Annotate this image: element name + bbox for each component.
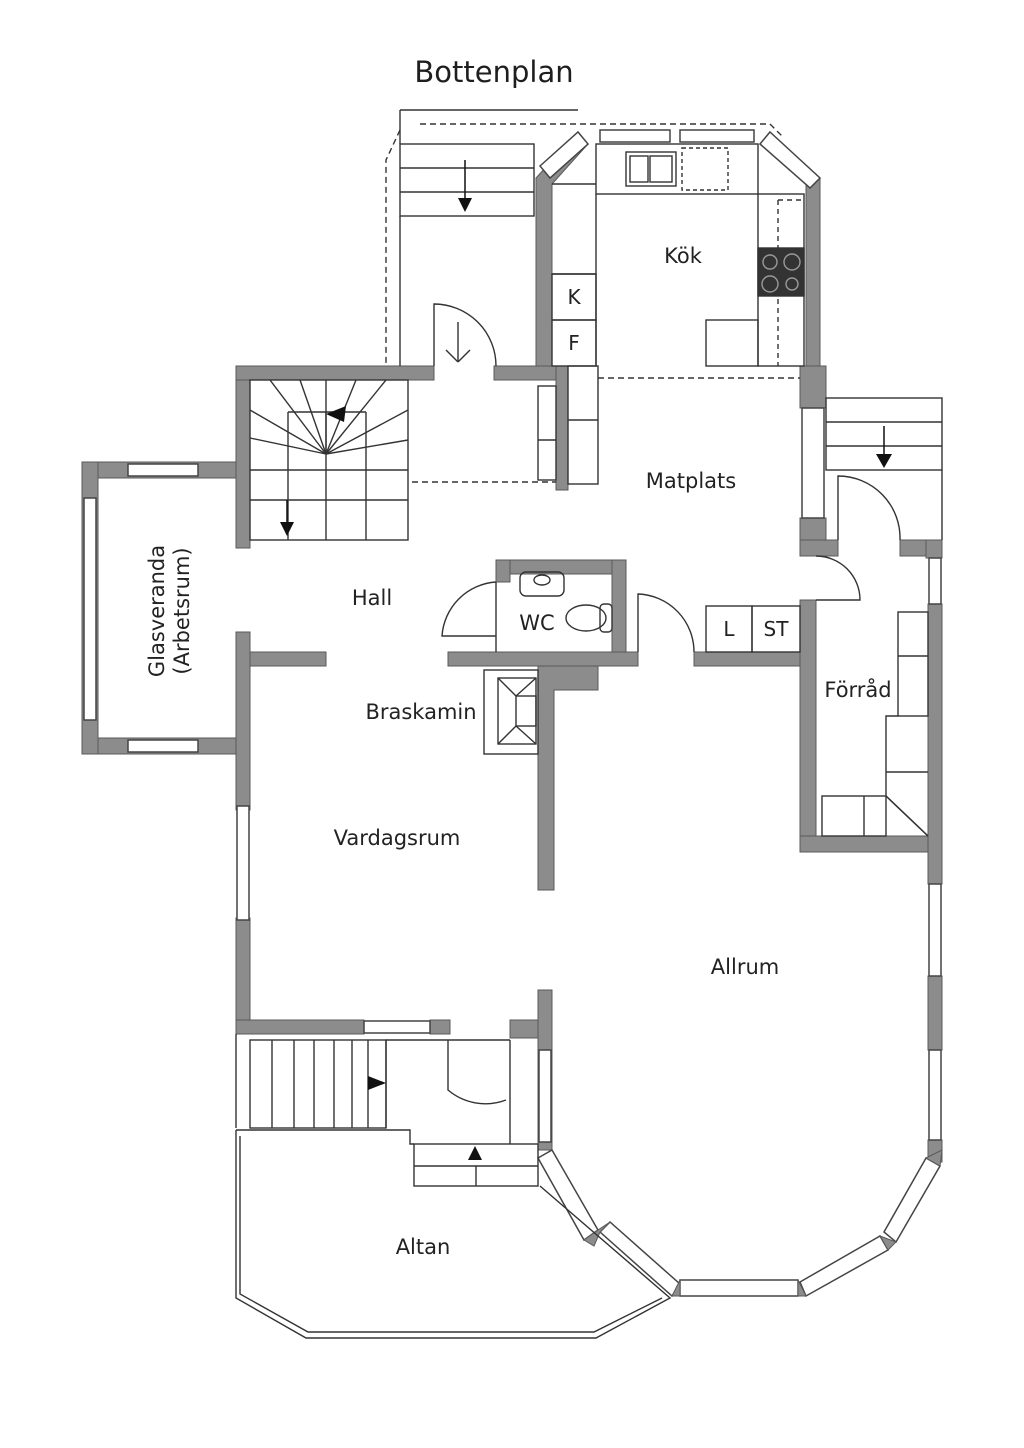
room-label-forrad: Förråd — [824, 678, 892, 702]
room-label-kok: Kök — [664, 244, 702, 268]
wall-segment — [924, 1149, 943, 1167]
fireplace — [483, 669, 539, 755]
wall-segment — [925, 539, 943, 559]
side-stairs — [825, 397, 943, 471]
lower-stairs — [249, 1039, 387, 1129]
cabinet — [537, 385, 557, 481]
fixture-label-st: ST — [763, 617, 789, 641]
fixtures — [235, 109, 943, 1339]
window — [536, 1148, 599, 1242]
window — [758, 130, 822, 190]
window — [799, 1234, 890, 1298]
fixture-label-f: F — [568, 331, 580, 355]
forrad-door — [815, 555, 861, 601]
glasveranda-use: (Arbetsrum) — [170, 547, 194, 675]
altan-edge — [236, 1129, 414, 1145]
stair-arrows — [280, 160, 892, 1160]
wall-segment — [537, 665, 599, 891]
wc-door — [441, 581, 497, 637]
side-door — [837, 475, 901, 541]
allrum-door — [637, 593, 695, 653]
main-staircase — [249, 379, 409, 541]
wall-segment — [693, 651, 803, 667]
wall-segment — [583, 1221, 611, 1247]
window — [599, 129, 671, 143]
arrow-left-icon — [326, 406, 346, 422]
shelf — [897, 611, 929, 717]
room-label-matplats: Matplats — [645, 469, 737, 493]
wall-segment — [495, 559, 511, 583]
entrance-door — [433, 303, 497, 367]
fixture-label-k: K — [567, 285, 581, 309]
window — [538, 130, 590, 180]
arrow-up-icon — [468, 1146, 482, 1160]
wall-segment — [797, 1279, 807, 1297]
arrow-down-icon — [280, 522, 294, 536]
room-label-glasveranda: Glasveranda (Arbetsrum) — [145, 545, 195, 677]
closet-st — [751, 605, 801, 653]
window — [928, 557, 942, 605]
kitchen-cabinet — [567, 365, 599, 485]
room-label-hall: Hall — [351, 586, 393, 610]
terrace-door — [447, 1040, 507, 1105]
wall-segment — [927, 975, 943, 1051]
room-label-wc: WC — [519, 611, 555, 635]
window — [363, 1020, 431, 1034]
wall-segment — [235, 365, 435, 381]
room-label-vardagsrum: Vardagsrum — [333, 826, 461, 850]
wall-segment — [799, 835, 943, 853]
walls — [81, 131, 943, 1163]
wall-segment — [927, 603, 943, 885]
wall-segment — [799, 365, 827, 409]
bay-joints — [583, 1149, 943, 1297]
wall-segment — [878, 1235, 897, 1251]
wall-segment — [555, 365, 569, 491]
wall-segment — [235, 917, 251, 1035]
window — [598, 1220, 681, 1298]
wall-segment — [429, 1019, 451, 1035]
room-label-allrum: Allrum — [710, 955, 780, 979]
window — [928, 883, 942, 977]
arrow-down-icon — [876, 454, 892, 468]
wall-segment — [671, 1279, 681, 1297]
window — [538, 1049, 552, 1143]
plan-title: Bottenplan — [414, 55, 574, 89]
window — [883, 1156, 942, 1244]
wall-segment — [799, 539, 839, 557]
wall-segment — [235, 365, 251, 549]
wall-segment — [447, 651, 639, 667]
window — [236, 805, 250, 921]
wall-segment — [493, 365, 565, 381]
wall-segment — [235, 631, 251, 811]
room-label-braskamin: Braskamin — [365, 700, 477, 724]
glasveranda-name: Glasveranda — [145, 544, 169, 678]
entrance-stairs — [399, 143, 535, 217]
wall-segment — [235, 1019, 365, 1035]
toilet — [565, 604, 607, 632]
sink — [625, 151, 677, 187]
fixture-label-l: L — [723, 617, 735, 641]
kitchen-counter — [595, 143, 759, 195]
window — [679, 129, 755, 143]
wc-basin — [519, 571, 565, 597]
window — [679, 1279, 799, 1297]
wall-segment — [249, 651, 327, 667]
wall-segment — [495, 559, 627, 575]
room-label-altan: Altan — [395, 1235, 451, 1259]
window — [928, 1049, 942, 1141]
kitchen-counter — [705, 319, 759, 367]
wall-segment — [799, 599, 817, 853]
arrow-right-icon — [368, 1076, 386, 1090]
window — [83, 497, 97, 721]
window — [127, 463, 199, 477]
altan-outline — [235, 1130, 672, 1339]
dishwasher — [681, 147, 729, 191]
arrow-down-icon — [458, 198, 472, 212]
window — [801, 407, 825, 519]
window — [127, 739, 199, 753]
wall-segment — [611, 559, 627, 655]
